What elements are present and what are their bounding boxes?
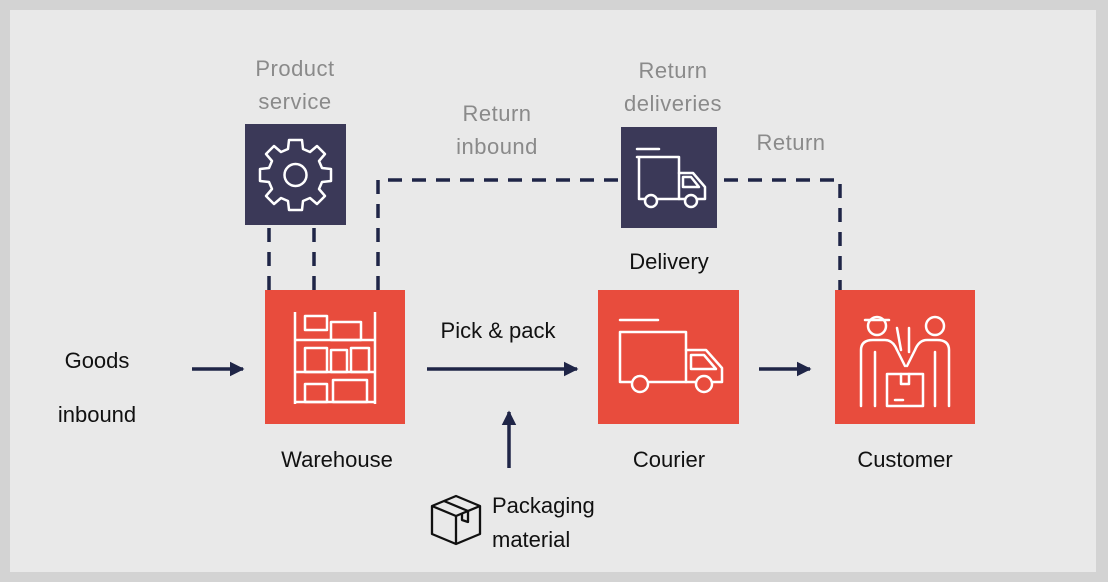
- delivery-truck-icon: [618, 318, 724, 394]
- gear-icon: [258, 138, 333, 212]
- customer-node: [835, 290, 975, 424]
- return-label: Return: [756, 130, 826, 155]
- warehouse-node: [265, 290, 405, 424]
- return-deliveries-label: Return deliveries: [624, 58, 722, 116]
- courier-handover-icon: [859, 315, 951, 408]
- cardboard-box-icon: [430, 494, 482, 546]
- delivery-node: [621, 127, 717, 228]
- courier-label: Courier: [632, 447, 706, 472]
- goods-inbound-label: Goods inbound: [57, 348, 137, 427]
- warehouse-shelves-icon: [293, 312, 377, 404]
- packaging-material-label: Packaging material: [492, 493, 595, 552]
- courier-node: [598, 290, 739, 424]
- product-service-node: [245, 124, 346, 225]
- moving-truck-icon: [635, 147, 707, 209]
- return-loop-path: [376, 178, 842, 290]
- delivery-label: Delivery: [629, 249, 709, 274]
- warehouse-label: Warehouse: [281, 447, 393, 472]
- pick-pack-label: Pick & pack: [440, 318, 556, 343]
- product-service-label: Product service: [255, 56, 335, 114]
- customer-label: Customer: [857, 447, 953, 472]
- return-inbound-label: Return inbound: [456, 101, 538, 159]
